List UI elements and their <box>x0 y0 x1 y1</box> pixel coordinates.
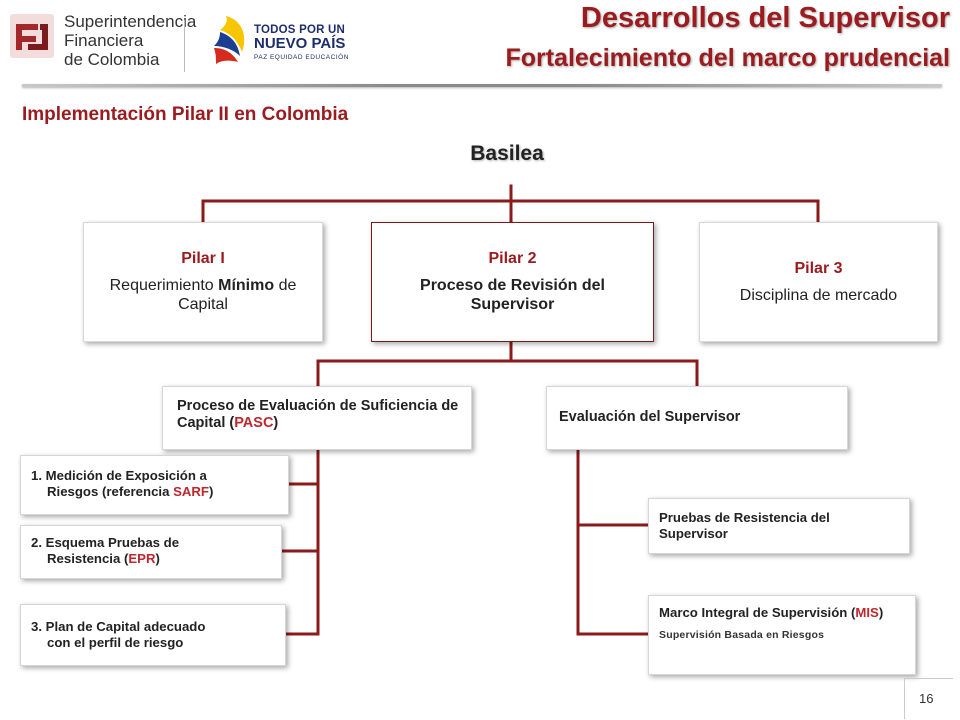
pasc-item-1: 1. Medición de Exposición a Riesgos (ref… <box>20 455 289 515</box>
pasc-item-2-text: 2. Esquema Pruebas de Resistencia (EPR) <box>31 535 276 567</box>
evaluacion-supervisor-box: Evaluación del Supervisor <box>546 386 848 450</box>
colombia-flag-swoosh-icon <box>214 16 245 64</box>
page-number-box: 16 <box>904 678 953 719</box>
pilar-3-box: Pilar 3 Disciplina de mercado <box>699 222 938 342</box>
pilar-1-desc-part: Requerimiento <box>109 277 219 294</box>
pasc-item-2-text-part: ) <box>155 551 160 566</box>
pilar-1-desc-part: de Capital <box>178 277 297 313</box>
pasc-item-1-text-part: ) <box>208 484 214 499</box>
pilar-3-title: Pilar 3 <box>794 259 843 277</box>
pasc-item-2-line: Resistencia (EPR) <box>31 551 276 567</box>
pasc-item-1-line: Riesgos (referencia SARF) <box>31 484 276 500</box>
pilar-1-desc-emphasis: Mínimo <box>218 277 275 294</box>
slide-title: Desarrollos del Supervisor <box>580 2 950 34</box>
gov-logo-line: TODOS POR UN <box>254 24 346 36</box>
pasc-item-2-line: 2. Esquema Pruebas de <box>31 535 180 550</box>
pilar-2-title: Pilar 2 <box>488 250 537 267</box>
epr-acronym: EPR <box>128 551 156 566</box>
pasc-item-3-line: con el perfil de riesgo <box>47 635 184 650</box>
pilar-1-box: Pilar I Requerimiento Mínimo de Capital <box>83 222 323 342</box>
eval-item-mis-text-part: ) <box>878 605 884 620</box>
gov-logo: TODOS POR UN NUEVO PAÍS PAZ EQUIDAD EDUC… <box>212 10 348 70</box>
sfc-logo-mark-icon <box>10 14 54 58</box>
pasc-item-3-text: 3. Plan de Capital adecuado con el perfi… <box>31 619 276 651</box>
eval-item-mis-text: Marco Integral de Supervisión (MIS) Supe… <box>659 605 909 643</box>
root-node-basilea: Basilea <box>470 142 544 165</box>
eval-item-pruebas: Pruebas de Resistencia del Supervisor <box>648 498 910 554</box>
eval-item-mis-text-part: Marco Integral de Supervisión ( <box>659 605 856 620</box>
pasc-acronym: PASC <box>234 415 274 431</box>
sfc-logo-line: Superintendencia <box>64 12 197 31</box>
eval-item-pruebas-text: Pruebas de Resistencia del Supervisor <box>659 510 830 541</box>
pilar-3-desc: Disciplina de mercado <box>739 286 898 304</box>
pasc-label-text: Proceso de Evaluación de Suficiencia de … <box>177 398 459 431</box>
pasc-item-1-text: 1. Medición de Exposición a Riesgos (ref… <box>31 468 276 500</box>
sfc-logo: Superintendencia Financiera de Colombia <box>8 10 196 72</box>
sfc-logo-text: Superintendencia Financiera de Colombia <box>64 12 196 69</box>
pilar-2-desc: Proceso de Revisión del Supervisor <box>420 277 605 313</box>
section-title: Implementación Pilar II en Colombia <box>22 104 349 125</box>
pilar-1-title: Pilar I <box>181 250 225 267</box>
logo-divider <box>184 20 185 72</box>
header-rule <box>22 84 942 87</box>
pasc-box: Proceso de Evaluación de Suficiencia de … <box>162 386 472 450</box>
gov-logo-line: NUEVO PAÍS <box>254 35 346 52</box>
eval-item-mis: Marco Integral de Supervisión (MIS) Supe… <box>648 595 916 675</box>
pasc-item-1-line: 1. Medición de Exposición a <box>31 468 207 483</box>
eval-item-mis-subtitle: Supervisión Basada en Riesgos <box>659 629 825 641</box>
pasc-item-2-text-part: Resistencia ( <box>47 551 129 566</box>
pilar-2-box: Pilar 2 Proceso de Revisión del Supervis… <box>371 222 654 342</box>
page-number: 16 <box>919 691 934 706</box>
gov-logo-tagline: PAZ EQUIDAD EDUCACIÓN <box>254 54 349 61</box>
evaluacion-label: Evaluación del Supervisor <box>559 409 741 425</box>
mis-acronym: MIS <box>855 605 879 620</box>
sfc-logo-line: Financiera <box>64 31 144 50</box>
slide-subtitle: Fortalecimiento del marco prudencial <box>505 44 950 72</box>
pilar-1-desc: Requerimiento Mínimo de Capital <box>84 276 322 314</box>
sarf-acronym: SARF <box>173 484 209 499</box>
pasc-item-3-line: 3. Plan de Capital adecuado <box>31 619 206 634</box>
pasc-label: Proceso de Evaluación de Suficiencia de … <box>177 398 462 432</box>
pasc-item-1-text-part: Riesgos (referencia <box>47 484 174 499</box>
sfc-logo-line: de Colombia <box>64 50 160 69</box>
pasc-item-2: 2. Esquema Pruebas de Resistencia (EPR) <box>20 525 282 579</box>
pasc-item-3: 3. Plan de Capital adecuado con el perfi… <box>20 604 286 666</box>
pasc-label-text: ) <box>273 415 279 431</box>
